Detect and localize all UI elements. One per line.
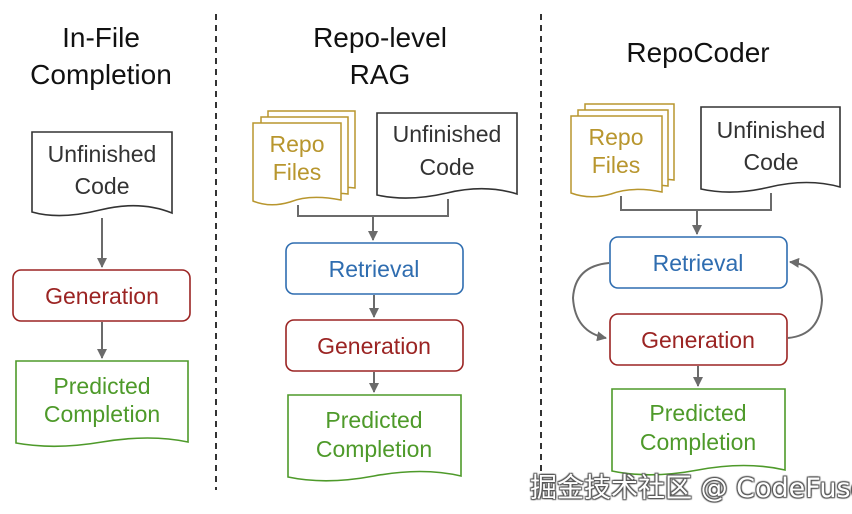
unfinished-code-label-2: Code [744, 149, 799, 175]
predicted-completion-doc [611, 388, 786, 476]
repo-files-label-2: Files [273, 159, 322, 185]
predicted-label-2: Completion [640, 429, 756, 455]
repo-files-label-2: Files [592, 152, 641, 178]
predicted-label-2: Completion [316, 436, 432, 462]
panel-2-title-line-1: Repo-level [313, 22, 447, 53]
generation-label: Generation [45, 283, 159, 309]
merge-connector [620, 193, 772, 211]
generation-label: Generation [317, 333, 431, 359]
predicted-completion-doc [15, 360, 189, 448]
retrieval-box [285, 242, 464, 295]
unfinished-code-doc [376, 112, 518, 199]
repo-files-stack [252, 110, 356, 206]
unfinished-code-label-2: Code [420, 154, 475, 180]
unfinished-code-label-2: Code [75, 173, 130, 199]
generation-box [12, 269, 191, 322]
unfinished-code-label-1: Unfinished [48, 141, 157, 167]
generation-box [285, 319, 464, 372]
predicted-completion-doc [287, 394, 462, 482]
unfinished-code-label-1: Unfinished [717, 117, 826, 143]
retrieval-label: Retrieval [329, 256, 420, 282]
predicted-label-1: Predicted [325, 407, 422, 433]
panel-repo-rag: Repo-level RAG Repo Files Unfinished Cod… [252, 22, 518, 482]
retrieval-label: Retrieval [653, 250, 744, 276]
retrieval-box [609, 236, 788, 289]
panel-1-title-line-2: Completion [30, 59, 172, 90]
panel-repocoder: RepoCoder Repo Files Unfinished Code Ret… [570, 37, 841, 476]
repo-files-label-1: Repo [270, 131, 325, 157]
predicted-label-1: Predicted [53, 373, 150, 399]
generation-label: Generation [641, 327, 755, 353]
predicted-label-2: Completion [44, 401, 160, 427]
unfinished-code-doc [31, 131, 173, 217]
unfinished-code-doc [700, 106, 841, 193]
panel-in-file: In-File Completion Unfinished Code Gener… [12, 22, 191, 448]
unfinished-code-label-1: Unfinished [393, 121, 502, 147]
merge-connector [297, 199, 449, 217]
panel-3-title-line-1: RepoCoder [626, 37, 769, 68]
panel-2-title-line-2: RAG [350, 59, 411, 90]
repo-files-label-1: Repo [589, 124, 644, 150]
repo-files-stack [570, 103, 675, 198]
predicted-label-1: Predicted [649, 400, 746, 426]
loop-arrow-retrieval-to-generation [571, 262, 610, 342]
watermark: 掘金技术社区 @ CodeFuse [530, 473, 852, 504]
generation-box [609, 313, 788, 366]
panel-1-title-line-1: In-File [62, 22, 140, 53]
loop-arrow-generation-to-retrieval [787, 257, 824, 339]
